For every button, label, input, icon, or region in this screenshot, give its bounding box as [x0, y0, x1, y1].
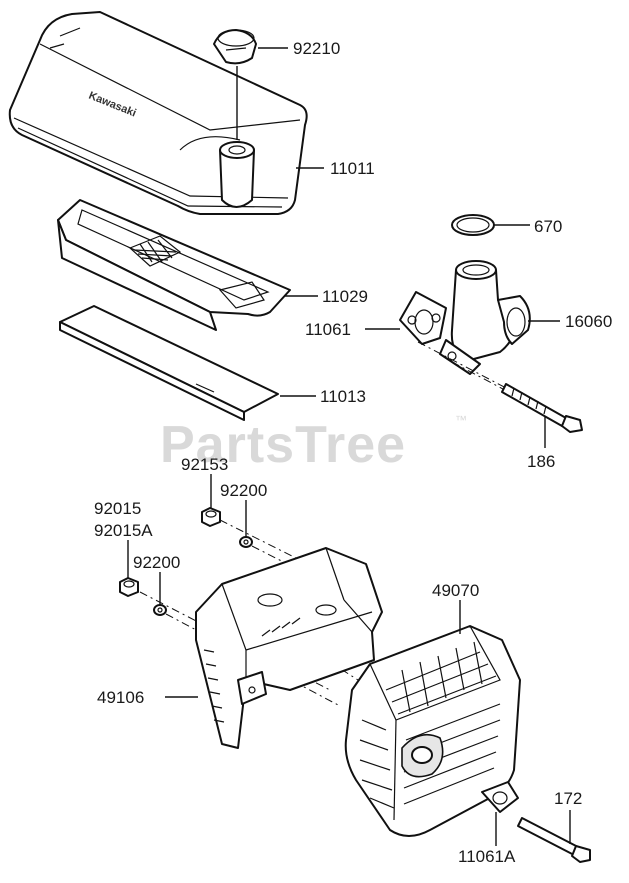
muffler-cover-part[interactable] — [195, 547, 383, 749]
watermark: PartsTree — [160, 416, 406, 474]
label-186: 186 — [527, 452, 555, 471]
washer-upper-part[interactable] — [239, 536, 253, 548]
intake-elbow-part[interactable] — [439, 260, 531, 375]
muffler-bolt-part[interactable] — [517, 817, 591, 863]
label-92015A: 92015A — [94, 521, 153, 540]
label-92153: 92153 — [181, 455, 228, 474]
label-172: 172 — [554, 789, 582, 808]
muffler-gasket-part[interactable] — [481, 781, 519, 813]
watermark-tm: ™ — [455, 413, 467, 427]
breather-cap-part[interactable] — [213, 29, 257, 65]
label-49106: 49106 — [97, 688, 144, 707]
label-11013: 11013 — [320, 387, 366, 406]
muffler-part[interactable] — [344, 625, 521, 837]
label-92015: 92015 — [94, 499, 141, 518]
flange-nut-upper-part[interactable] — [201, 507, 221, 527]
washer-lower-part[interactable] — [153, 604, 167, 616]
label-11011: 11011 — [330, 159, 375, 178]
pre-filter-part[interactable] — [59, 305, 279, 421]
o-ring-part[interactable] — [451, 214, 495, 236]
label-92200-lower: 92200 — [133, 553, 180, 572]
label-16060: 16060 — [565, 312, 612, 331]
flange-nut-lower-part[interactable] — [119, 577, 139, 597]
label-11061: 11061 — [305, 320, 351, 339]
label-11061A: 11061A — [458, 847, 516, 866]
air-cleaner-cover-part[interactable]: Kawasaki — [8, 11, 308, 215]
label-92210: 92210 — [293, 39, 340, 58]
label-49070: 49070 — [432, 581, 479, 600]
long-bolt-part[interactable] — [501, 383, 583, 433]
elbow-gasket-part[interactable] — [399, 291, 447, 345]
air-filter-element-part[interactable] — [57, 199, 291, 331]
label-670: 670 — [534, 217, 562, 236]
label-92200-upper: 92200 — [220, 481, 267, 500]
label-11029: 11029 — [322, 287, 368, 306]
